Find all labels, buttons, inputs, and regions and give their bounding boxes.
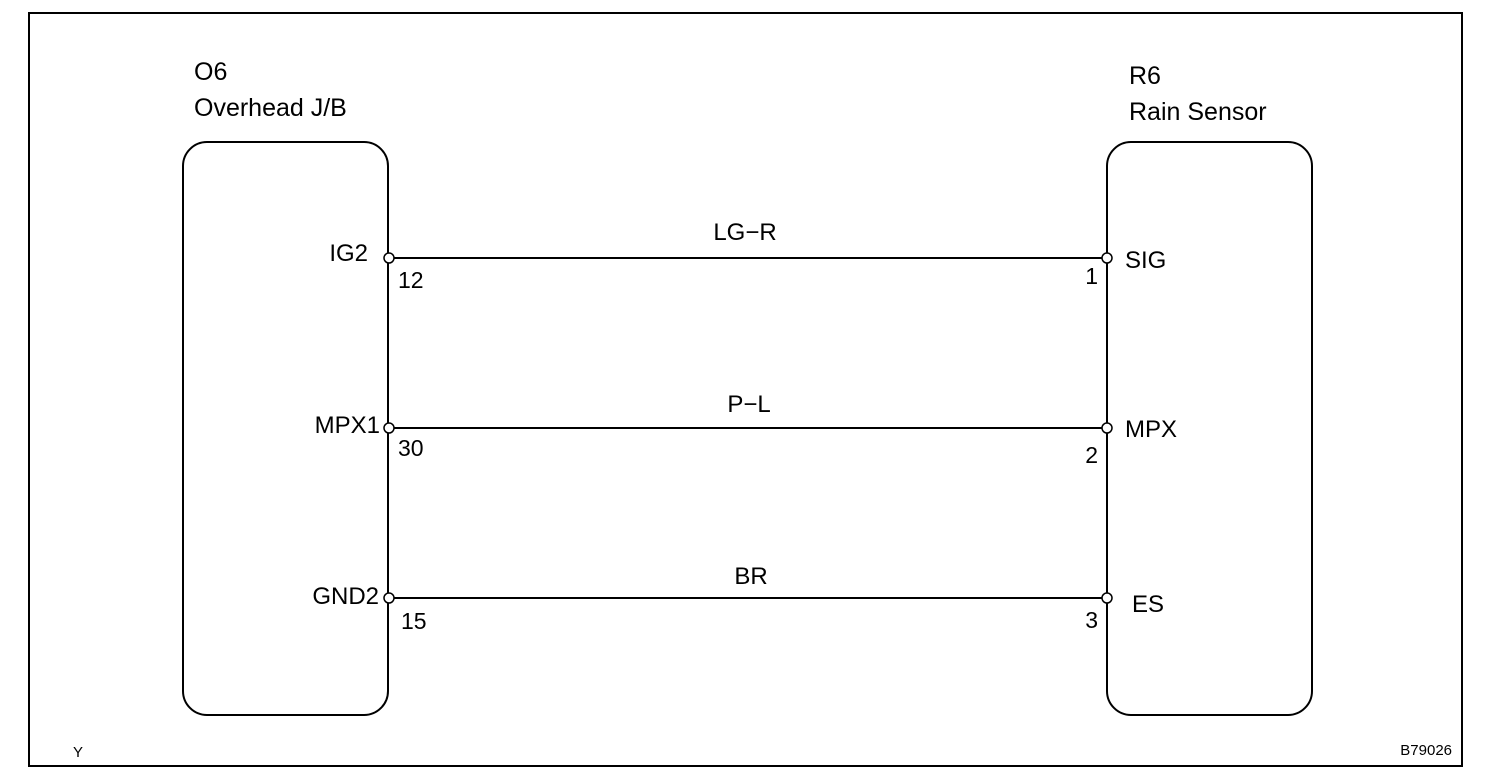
right-pin-number: 2 xyxy=(1085,442,1098,468)
left-pin-number: 15 xyxy=(401,608,427,634)
left-component-name: Overhead J/B xyxy=(194,94,347,122)
left-pin-name: IG2 xyxy=(329,240,368,267)
left-pin-number: 12 xyxy=(398,267,424,293)
wire-color-label: LG−R xyxy=(713,219,776,246)
figure-id: B79026 xyxy=(1400,742,1452,759)
terminal-icon xyxy=(383,252,395,264)
left-pin-name: GND2 xyxy=(312,583,379,610)
right-pin-name: SIG xyxy=(1125,247,1166,274)
left-pin-name: MPX1 xyxy=(315,412,380,439)
right-component-code: R6 xyxy=(1129,62,1161,90)
terminal-icon xyxy=(1101,592,1113,604)
terminal-icon xyxy=(383,422,395,434)
right-pin-number: 3 xyxy=(1085,607,1098,633)
diagram-frame xyxy=(28,12,1463,767)
terminal-icon xyxy=(1101,422,1113,434)
right-pin-number: 1 xyxy=(1085,263,1098,289)
footer-left-mark: Y xyxy=(73,744,83,761)
wire-color-label: P−L xyxy=(727,391,770,418)
left-component-code: O6 xyxy=(194,58,227,86)
right-pin-name: MPX xyxy=(1125,416,1177,443)
terminal-icon xyxy=(1101,252,1113,264)
wire-color-label: BR xyxy=(734,563,767,590)
right-component-name: Rain Sensor xyxy=(1129,98,1267,126)
terminal-icon xyxy=(383,592,395,604)
left-pin-number: 30 xyxy=(398,435,424,461)
right-pin-name: ES xyxy=(1132,591,1164,618)
